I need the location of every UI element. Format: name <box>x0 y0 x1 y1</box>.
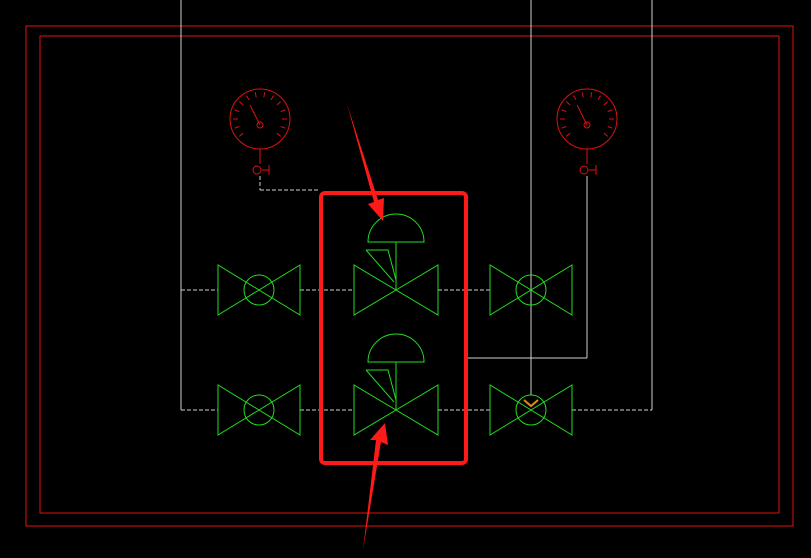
gauge-tick <box>276 101 282 106</box>
valve-body-left <box>489 384 532 436</box>
control-valve-lower <box>353 333 439 436</box>
ball-valve-icon <box>217 384 301 436</box>
valve-body-left <box>353 384 397 436</box>
valve-body-right <box>395 264 439 316</box>
valve-body-left <box>489 264 532 316</box>
valve-body-right <box>530 264 573 316</box>
isolation-valve-ball <box>579 165 589 175</box>
gauge-tick <box>607 109 613 112</box>
ball-valve-upper-right <box>489 264 573 316</box>
gauge-tick <box>597 95 601 101</box>
outer-frame-border <box>25 25 794 527</box>
gauge-tick <box>565 132 571 137</box>
gauge-needle <box>249 104 261 126</box>
pressure-gauge-right <box>556 88 618 175</box>
actuator-spring-arm <box>366 369 397 401</box>
piping-lines <box>180 0 653 411</box>
highlight-box <box>319 191 468 465</box>
callout-arrow-top <box>347 104 384 221</box>
gauge-needle-hub <box>256 121 264 129</box>
pressure-gauge-icon <box>560 92 614 137</box>
valve-position-marker <box>523 399 539 408</box>
gauge-tick <box>280 109 286 112</box>
gauge-isolation-valve-icon <box>252 165 270 175</box>
gauge-tick <box>234 126 240 129</box>
gauge-tick <box>238 132 244 137</box>
valve-body-right <box>530 384 573 436</box>
valve-body-right <box>258 384 301 436</box>
gauge-tick <box>561 126 567 129</box>
gauge-tick <box>238 101 244 106</box>
gauge-dial <box>556 88 618 150</box>
gauge-tick <box>280 126 286 129</box>
valve-ball <box>243 394 275 426</box>
pneumatic-control-valve-icon <box>353 333 439 436</box>
inner-frame-border <box>39 35 780 514</box>
gauge-tick <box>246 95 250 101</box>
ball-valve-icon <box>489 384 573 436</box>
ball-valves <box>217 264 573 436</box>
valve-body-left <box>353 264 397 316</box>
pressure-gauges <box>229 88 618 175</box>
control-valve-upper <box>353 213 439 316</box>
gauge-tick <box>603 132 609 137</box>
gauge-tick <box>561 109 567 112</box>
pneumatic-control-valve-icon <box>353 213 439 316</box>
valve-body-right <box>258 264 301 316</box>
ball-valve-icon <box>217 264 301 316</box>
gauge-needle-hub <box>583 121 591 129</box>
gauge-tick <box>234 109 240 112</box>
gauge-tick <box>573 95 577 101</box>
valve-ball <box>515 274 547 306</box>
gauge-tick <box>270 95 274 101</box>
pressure-gauge-left <box>229 88 291 175</box>
drawing-frame <box>25 25 794 527</box>
annotations <box>319 104 468 550</box>
actuator-spring-arm <box>366 249 397 281</box>
diaphragm-actuator <box>367 213 425 243</box>
diaphragm-actuator <box>367 333 425 363</box>
gauge-tick <box>263 92 266 98</box>
callout-arrow-bottom <box>363 423 388 550</box>
gauge-tick <box>603 101 609 106</box>
valve-body-left <box>217 264 260 316</box>
pressure-gauge-icon <box>233 92 287 137</box>
gauge-needle <box>576 104 588 126</box>
gauge-tick <box>607 126 613 129</box>
valve-body-left <box>217 384 260 436</box>
gauge-tick <box>590 92 593 98</box>
control-valves <box>353 213 439 436</box>
ball-valve-lower-right <box>489 384 573 436</box>
ball-valve-upper-left <box>217 264 301 316</box>
gauge-dial <box>229 88 291 150</box>
gauge-tick <box>581 92 584 98</box>
ball-valve-lower-left <box>217 384 301 436</box>
gauge-tick <box>565 101 571 106</box>
valve-ball <box>243 274 275 306</box>
ball-valve-icon <box>489 264 573 316</box>
valve-ball <box>515 394 547 426</box>
gauge-tick <box>254 92 257 98</box>
gauge-tick <box>276 132 282 137</box>
valve-body-right <box>395 384 439 436</box>
isolation-valve-ball <box>252 165 262 175</box>
gauge-isolation-valve-icon <box>579 165 597 175</box>
actuator-linkage <box>365 249 395 283</box>
actuator-linkage <box>365 369 395 403</box>
